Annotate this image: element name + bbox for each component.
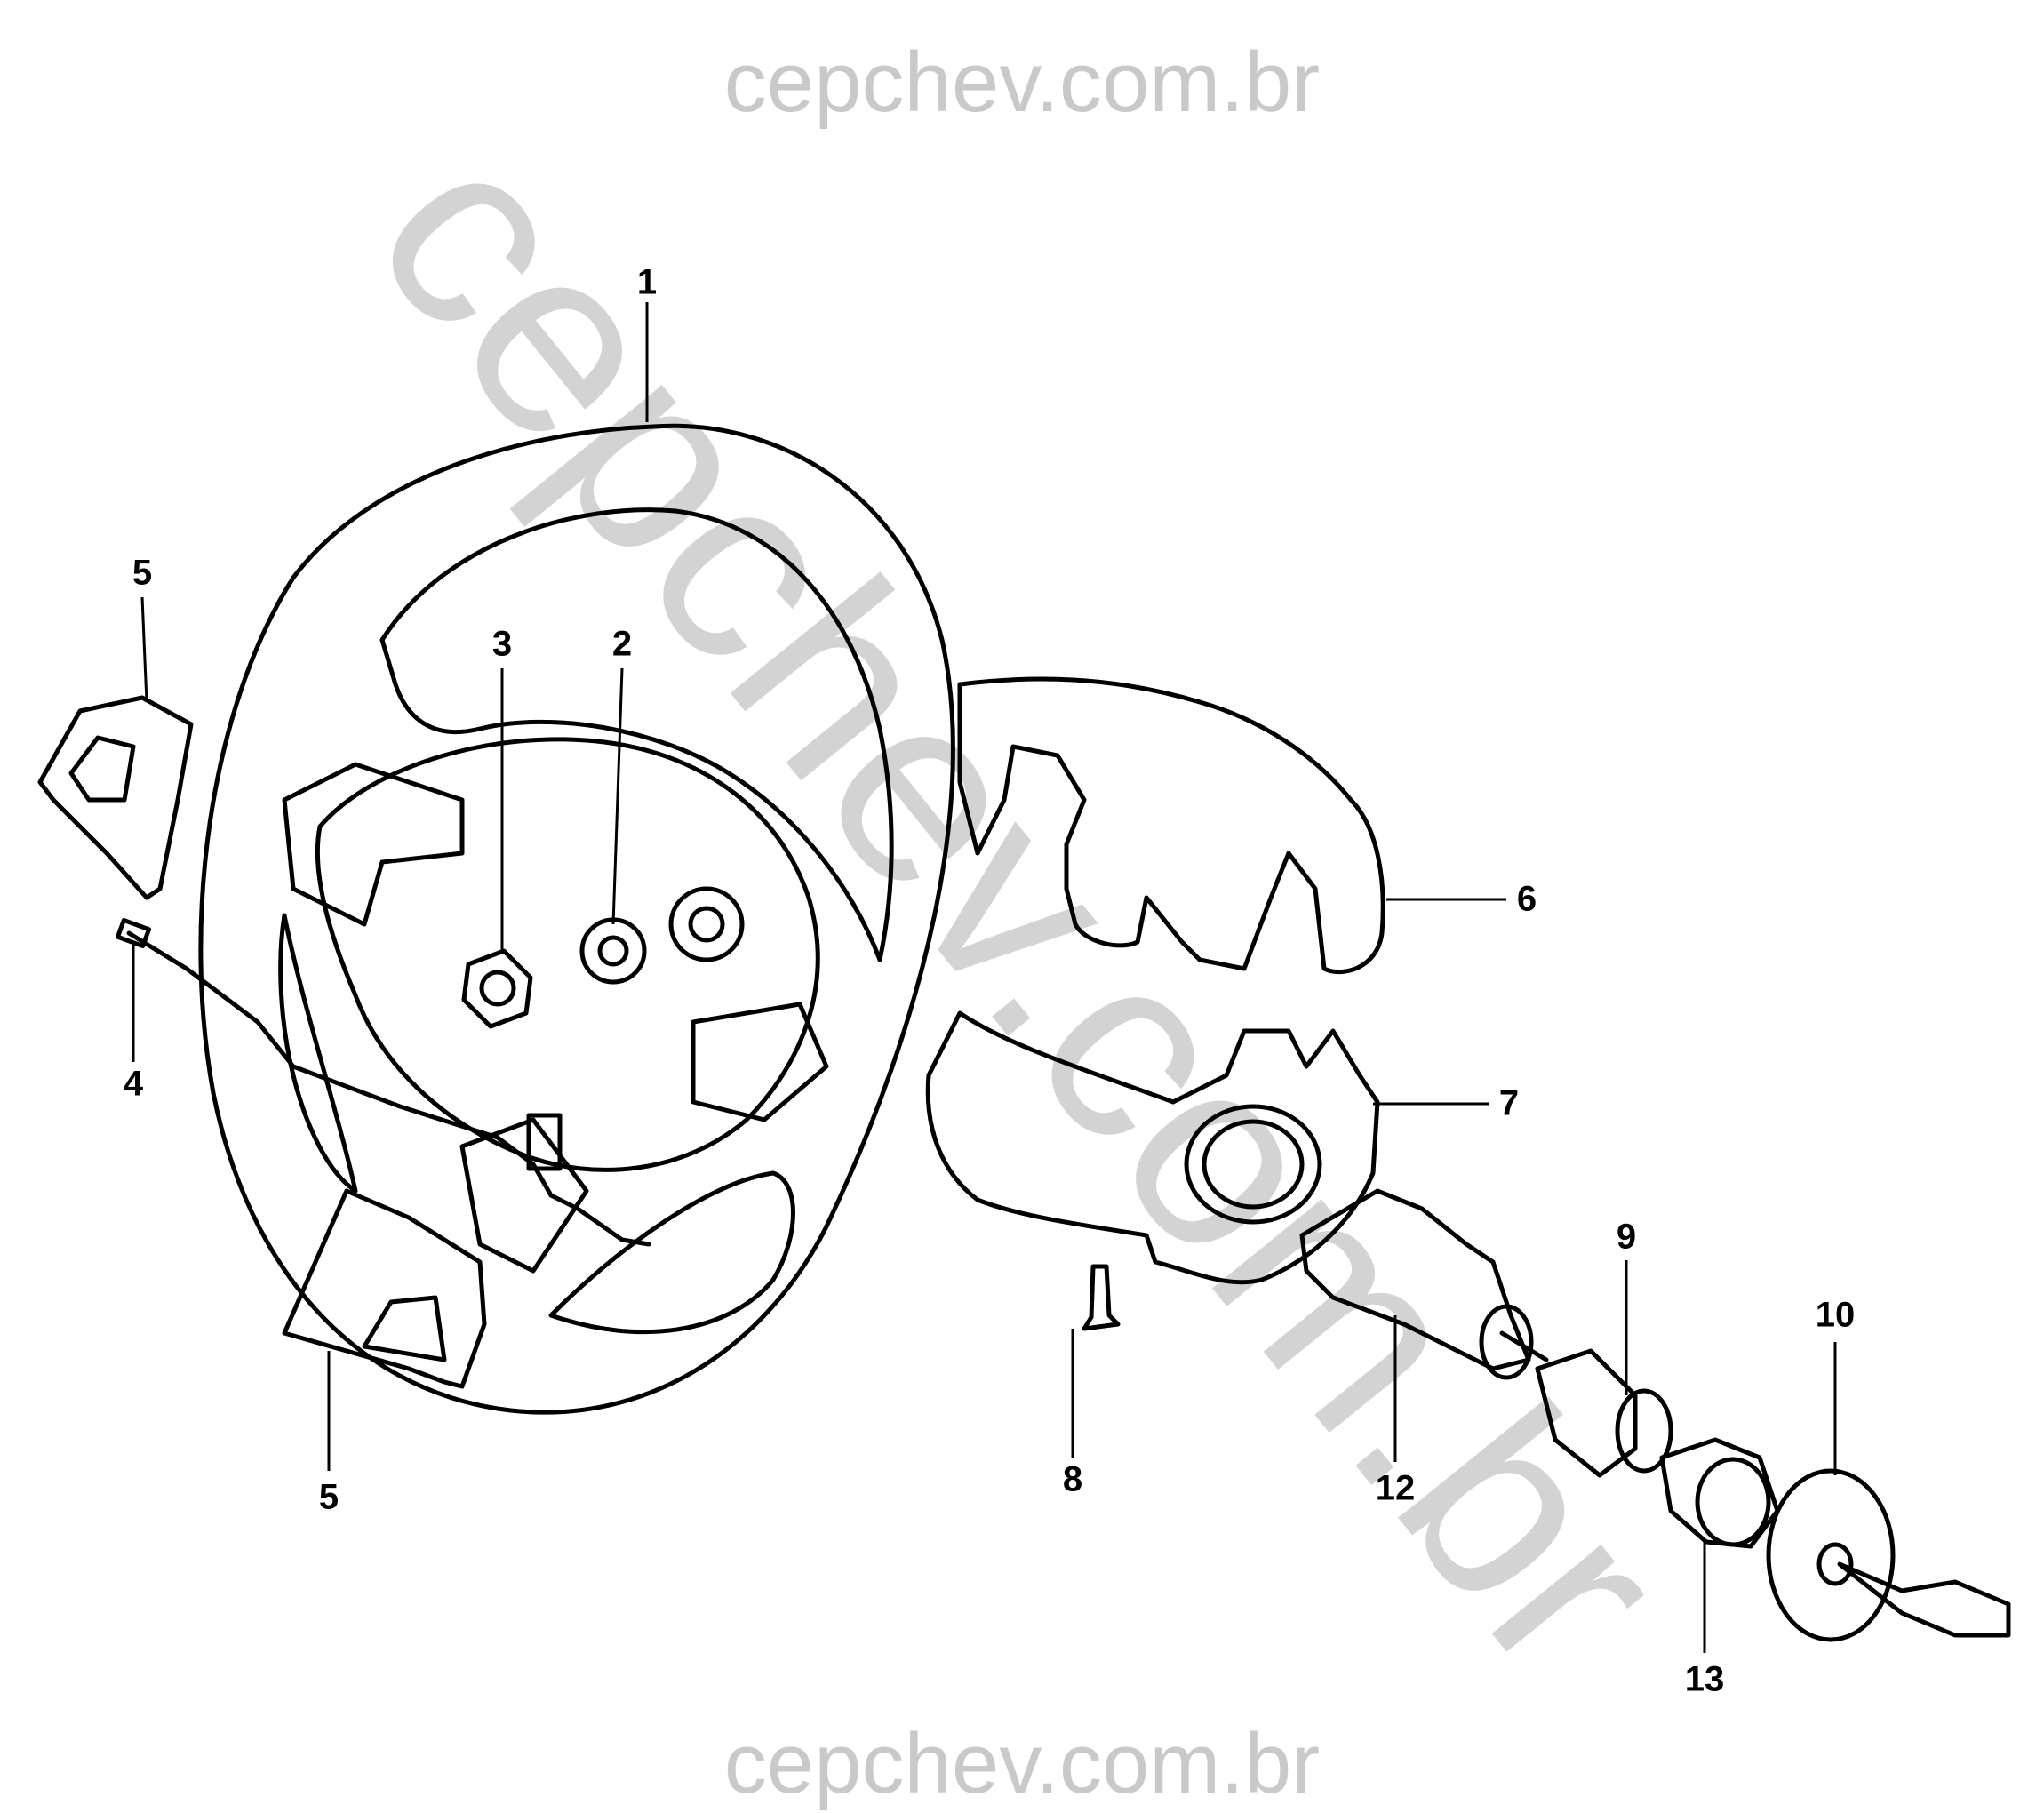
lock-cylinder [1535,1348,1638,1478]
wheel-spoke-lower [459,1117,589,1274]
wheel-spoke-right [691,1002,829,1122]
ignition-housing [1299,1188,1531,1371]
watermark-top: cepchev.com.br [723,35,1321,130]
washer-plate-hole [1816,1542,1854,1586]
callout-13: 13 [1684,1659,1725,1699]
callout-4: 4 [123,1064,144,1104]
wheel-spoke-left [282,762,465,927]
switch-panel-upper-left [37,695,194,900]
leader-2 [611,667,624,925]
callout-10: 10 [1815,1295,1856,1335]
shaft-boss [668,886,745,962]
wheel-rim-inner-left [278,913,358,1194]
callout-7: 7 [1498,1083,1520,1123]
washer-plate [1766,1468,1896,1642]
lock-key-shaft [1499,1330,1549,1362]
screw [1082,1264,1121,1331]
ignition-hole-inner [1202,1119,1305,1210]
bezel-ring-face [1695,1457,1771,1547]
callout-3: 3 [491,624,513,664]
switch-panel-lower [282,1188,487,1389]
callout-9: 9 [1616,1217,1637,1257]
harness-connector-mid [526,1113,563,1171]
harness-connector-left [115,917,152,949]
column-shroud-upper [957,676,1385,975]
callout-1: 1 [636,262,658,302]
nut-hole [479,970,516,1007]
callout-5-lower: 5 [318,1477,339,1517]
column-shroud-lower [925,1010,1380,1285]
wiring-harness [126,930,651,1247]
wheel-rim-inner-right [548,1170,795,1335]
switch-panel-lower-inner [362,1295,447,1362]
watermark-bottom: cepchev.com.br [723,1716,1321,1811]
shaft-boss-inner [688,906,725,943]
wheel-rim-outer [198,423,955,1415]
spring-washer-hole [597,935,629,967]
ignition-hole [1184,1104,1322,1225]
wheel-hub [315,737,820,1172]
switch-panel-upper-left-inner [68,735,136,803]
spring-washer [579,917,647,985]
key [1837,1561,2011,1638]
callout-12: 12 [1375,1468,1416,1508]
callout-6: 6 [1516,879,1537,919]
lock-cylinder-face [1615,1388,1673,1474]
callout-8: 8 [1062,1459,1083,1499]
callout-2: 2 [611,624,633,664]
wheel-rim-inner-upper [379,507,894,962]
callout-5-upper: 5 [132,553,153,593]
ignition-housing-face [1479,1304,1534,1380]
leader-5a [140,596,148,703]
bezel-ring [1659,1437,1780,1549]
nut [461,948,533,1029]
